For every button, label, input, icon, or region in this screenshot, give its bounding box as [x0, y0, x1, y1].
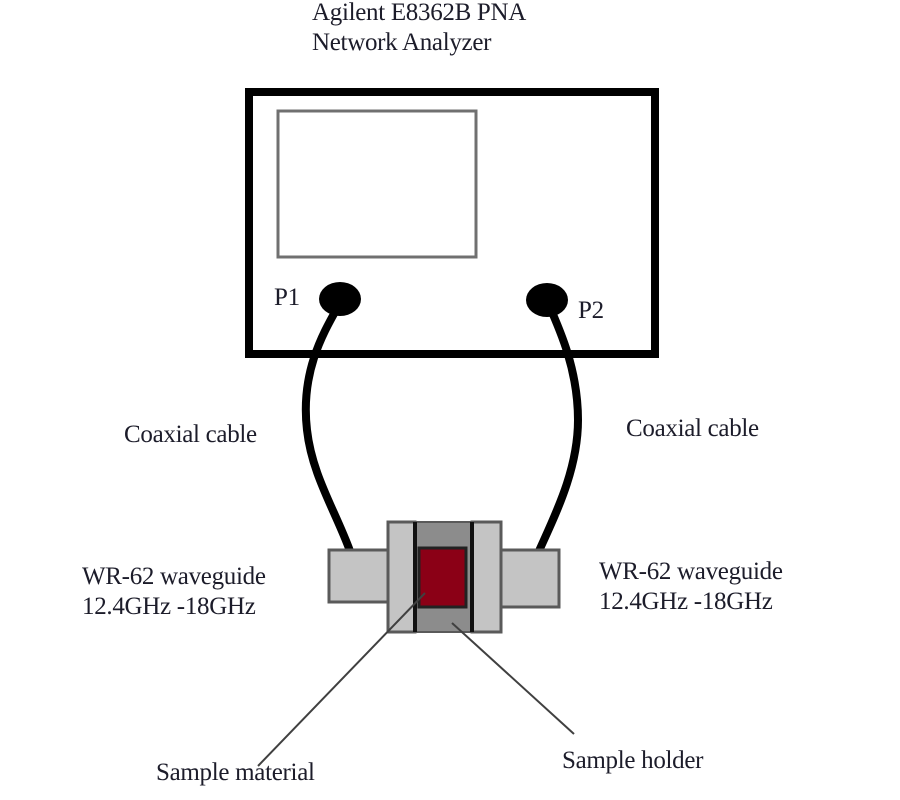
- coaxial-cable-right: [535, 299, 583, 555]
- waveguide-right-model: WR-62 waveguide: [599, 558, 783, 585]
- sample-material: [417, 546, 468, 609]
- port-p2-label: P2: [578, 297, 604, 324]
- port-p2-connector: [526, 283, 568, 317]
- analyzer-title-line1: Agilent E8362B PNA: [312, 0, 527, 26]
- waveguide-left: [327, 548, 391, 604]
- waveguide-right: [499, 548, 561, 609]
- coaxial-cable-right-label: Coaxial cable: [626, 415, 759, 442]
- coaxial-cable-left: [301, 299, 354, 555]
- waveguide-left-model: WR-62 waveguide: [82, 563, 266, 590]
- callout-line-sample-holder: [451, 622, 575, 735]
- port-p1-connector: [319, 282, 361, 316]
- waveguide-left-range: 12.4GHz -18GHz: [82, 593, 256, 620]
- port-p1-label: P1: [274, 284, 300, 311]
- coaxial-cable-left-label: Coaxial cable: [124, 421, 257, 448]
- analyzer-title-line2: Network Analyzer: [312, 29, 492, 56]
- sample-holder-label: Sample holder: [562, 747, 704, 774]
- waveguide-left-label: WR-62 waveguide 12.4GHz -18GHz: [82, 562, 266, 622]
- holder-flange-right: [470, 520, 503, 634]
- analyzer-screen: [276, 109, 478, 259]
- waveguide-right-label: WR-62 waveguide 12.4GHz -18GHz: [599, 557, 783, 617]
- analyzer-title: Agilent E8362B PNA Network Analyzer: [312, 0, 526, 58]
- callout-line-sample-material: [257, 592, 426, 767]
- sample-material-label: Sample material: [156, 759, 315, 786]
- waveguide-right-range: 12.4GHz -18GHz: [599, 588, 773, 615]
- holder-flange-left: [386, 520, 417, 634]
